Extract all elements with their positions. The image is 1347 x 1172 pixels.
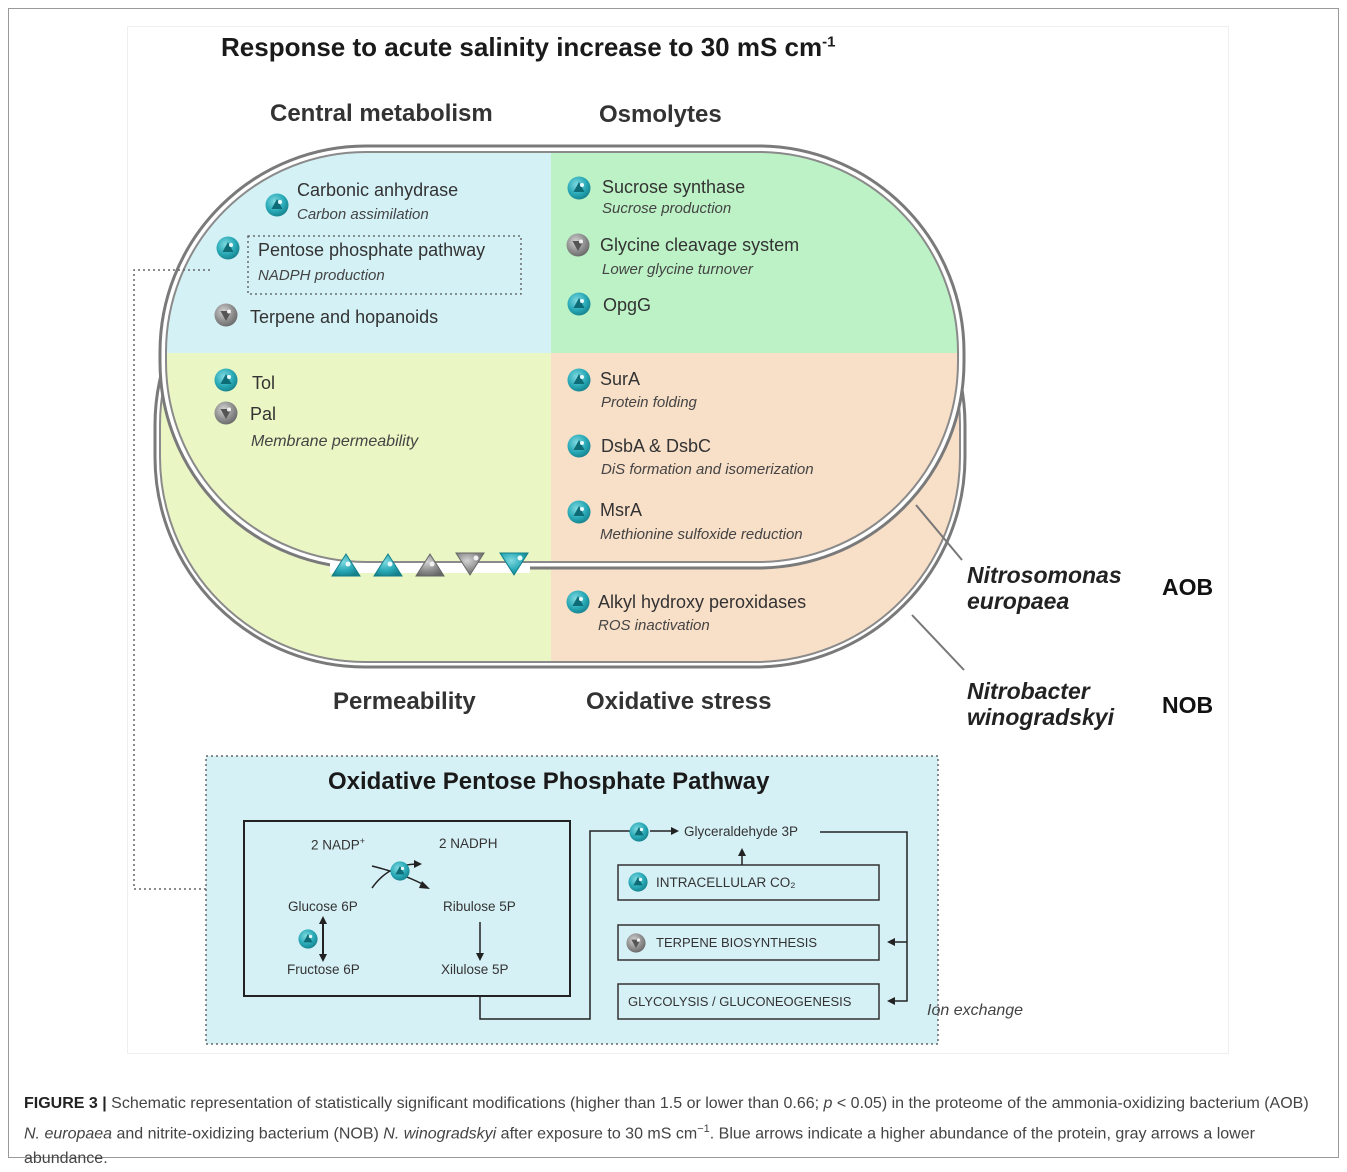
ppp-dashed-box [247,235,522,295]
transporter-up-icon [499,552,529,581]
ppp-sub: NADPH production [258,267,385,284]
down-arrow-circle-icon [566,233,590,257]
aob-cell-inner [165,151,959,563]
tol-label: Tol [252,373,276,393]
sucrose-synthase-sub: Sucrose production [602,200,732,217]
down-arrow-circle-icon [214,303,238,327]
sura-label: SurA [600,369,641,389]
glycolysis-box-label: GLYCOLYSIS / GLUCONEOGENESIS [628,994,852,1009]
caption-p: p [823,1095,833,1112]
caption-n-europaea: N. europaea [24,1124,113,1142]
nadp-label: 2 NADP+ [311,836,365,853]
aob-leader [915,504,963,561]
up-arrow-circle-icon [390,861,410,881]
aob-species-epithet: europaea [967,588,1070,614]
msra-sub: Methionine sulfoxide reduction [600,526,803,543]
glycolysis-box [617,983,880,1020]
caption-part2: < 0.05) in the proteome of the ammonia-o… [832,1095,1309,1112]
terpene-label: Terpene and hopanoids [250,307,439,327]
down-arrow-circle-icon [626,933,646,953]
glycine-cleavage-sub: Lower glycine turnover [602,261,753,278]
caption-part1: Schematic representation of statisticall… [106,1095,824,1112]
pal-label: Pal [250,404,277,424]
ribulose-label: Ribulose 5P [443,899,516,914]
nob-species-genus: Nitrobacter [967,678,1090,704]
terpene-box-label: TERPENE BIOSYNTHESIS [656,935,818,950]
glucose-label: Glucose 6P [288,899,358,914]
transporter-up-icon [373,553,403,582]
up-arrow-circle-icon [629,822,649,842]
caption-part3: and nitrite-oxidizing bacterium (NOB) [112,1124,384,1142]
section-permeability: Permeability [333,688,476,715]
nadp-sup: + [359,836,366,846]
xilulose-label: Xilulose 5P [441,962,509,977]
up-arrow-circle-icon [214,368,238,392]
oppp-title: Oxidative Pentose Phosphate Pathway [328,768,770,795]
up-arrow-circle-icon [567,500,591,524]
opgg-label: OpgG [603,295,652,315]
caption-sup: −1 [697,1122,710,1135]
caption-label: FIGURE 3 | [24,1095,107,1112]
glycine-cleavage-label: Glycine cleavage system [600,235,800,255]
aob-cell-fill [166,152,958,562]
caption-part4: after exposure to 30 mS cm [496,1124,698,1142]
transporter-down-icon [455,552,485,581]
up-arrow-circle-icon [567,292,591,316]
up-arrow-circle-icon [567,176,591,200]
membrane-permeability-sub: Membrane permeability [251,433,419,450]
transporter-up-icon [331,553,361,582]
figure-caption: FIGURE 3 | Schematic representation of s… [24,1091,1324,1172]
msra-label: MsrA [600,500,642,520]
carbonic-anhydrase-label: Carbonic anhydrase [297,180,459,200]
sucrose-synthase-label: Sucrose synthase [602,177,746,197]
co2-box [617,864,880,901]
aob-species-genus: Nitrosomonas [967,562,1122,588]
dsb-sub: DiS formation and isomerization [601,461,814,478]
glyceraldehyde-label: Glyceraldehyde 3P [684,824,799,839]
section-oxidative-stress: Oxidative stress [586,688,772,715]
nob-species-epithet: winogradskyi [967,704,1114,730]
down-arrow-circle-icon [214,401,238,425]
ppp-label: Pentose phosphate pathway [258,240,486,260]
title-sup: -1 [822,33,836,51]
nob-leader [911,614,965,671]
figure-frame [8,8,1339,1158]
title-text: Response to acute salinity increase to 3… [221,32,823,62]
up-arrow-circle-icon [567,368,591,392]
terpene-box [617,924,880,961]
carbonic-anhydrase-sub: Carbon assimilation [297,206,429,223]
up-arrow-circle-icon [566,590,590,614]
nadp-text: 2 NADP [311,837,360,853]
section-central-metabolism: Central metabolism [270,100,493,127]
ion-exchange-label: Ion exchange [927,1002,1024,1019]
fructose-label: Fructose 6P [287,962,360,977]
flow-line-right [820,831,908,1002]
aob-abbr: AOB [1162,574,1214,600]
section-osmolytes: Osmolytes [599,101,722,128]
figure-title: Response to acute salinity increase to 3… [221,32,835,63]
up-arrow-circle-icon [628,872,648,892]
nob-abbr: NOB [1162,692,1214,718]
nadph-label: 2 NADPH [439,836,498,851]
caption-part5: . Blue arrows indicate a higher abundanc… [24,1124,1255,1168]
ppp-connector [133,269,210,890]
flow-line-left [479,830,630,1020]
caption-n-winogradskyi: N. winogradskyi [383,1124,497,1142]
alkyl-sub: ROS inactivation [598,617,710,634]
sura-sub: Protein folding [601,394,697,411]
up-arrow-circle-icon [265,193,289,217]
up-arrow-circle-icon [567,434,591,458]
dsb-label: DsbA & DsbC [601,436,712,456]
co2-box-label: INTRACELLULAR CO₂ [656,875,796,890]
up-arrow-circle-icon [298,929,318,949]
transporter-down-icon [415,553,445,582]
reaction-box [243,820,571,997]
up-arrow-circle-icon [216,236,240,260]
alkyl-label: Alkyl hydroxy peroxidases [598,592,807,612]
